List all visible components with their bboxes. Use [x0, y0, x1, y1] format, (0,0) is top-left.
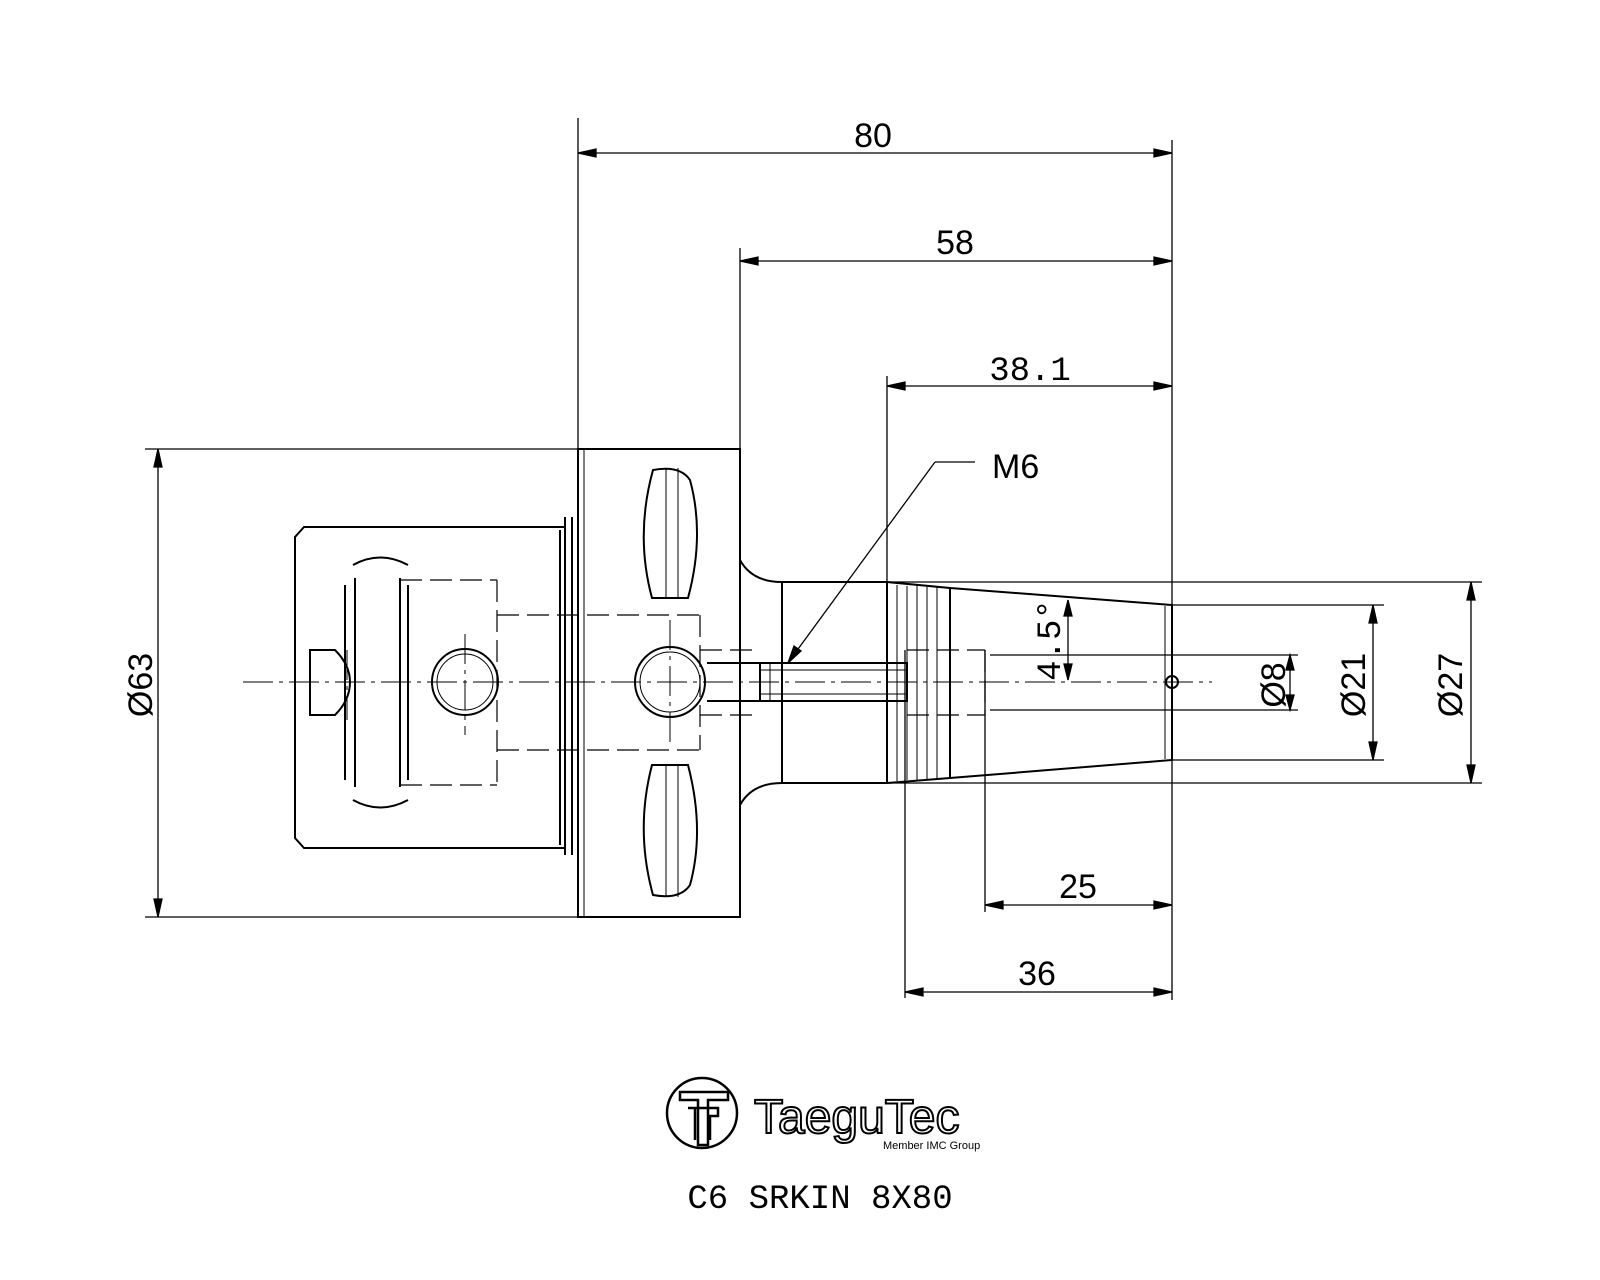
dim-bore-diameter: Ø8	[1255, 662, 1293, 707]
hidden-lines	[400, 579, 986, 786]
part-number: C6 SRKIN 8X80	[687, 1181, 952, 1219]
center-lines	[243, 620, 1212, 745]
taegutec-logo: TaeguTec Member IMC Group	[665, 1076, 980, 1152]
dim-angle: 4.5°	[1033, 599, 1071, 681]
dim-overall-length: 80	[854, 117, 892, 155]
dim-taper-length: 38.1	[989, 353, 1071, 391]
dim-flange-diameter: Ø63	[122, 653, 160, 717]
dim-bore-depth: 25	[1059, 868, 1097, 906]
part-outline	[294, 448, 1179, 918]
dimension-lines	[153, 148, 1476, 997]
taegutec-emblem-icon	[665, 1076, 739, 1150]
dim-thread: M6	[992, 448, 1039, 486]
brand-name: TaeguTec	[754, 1091, 959, 1144]
dim-thread-zone-length: 36	[1018, 955, 1056, 993]
dim-body-to-tip: 58	[936, 224, 974, 262]
dim-tip-diameter: Ø21	[1335, 653, 1373, 717]
extension-lines	[145, 118, 1482, 1000]
brand-tagline: Member IMC Group	[883, 1140, 980, 1152]
dim-taper-diameter: Ø27	[1432, 653, 1470, 717]
